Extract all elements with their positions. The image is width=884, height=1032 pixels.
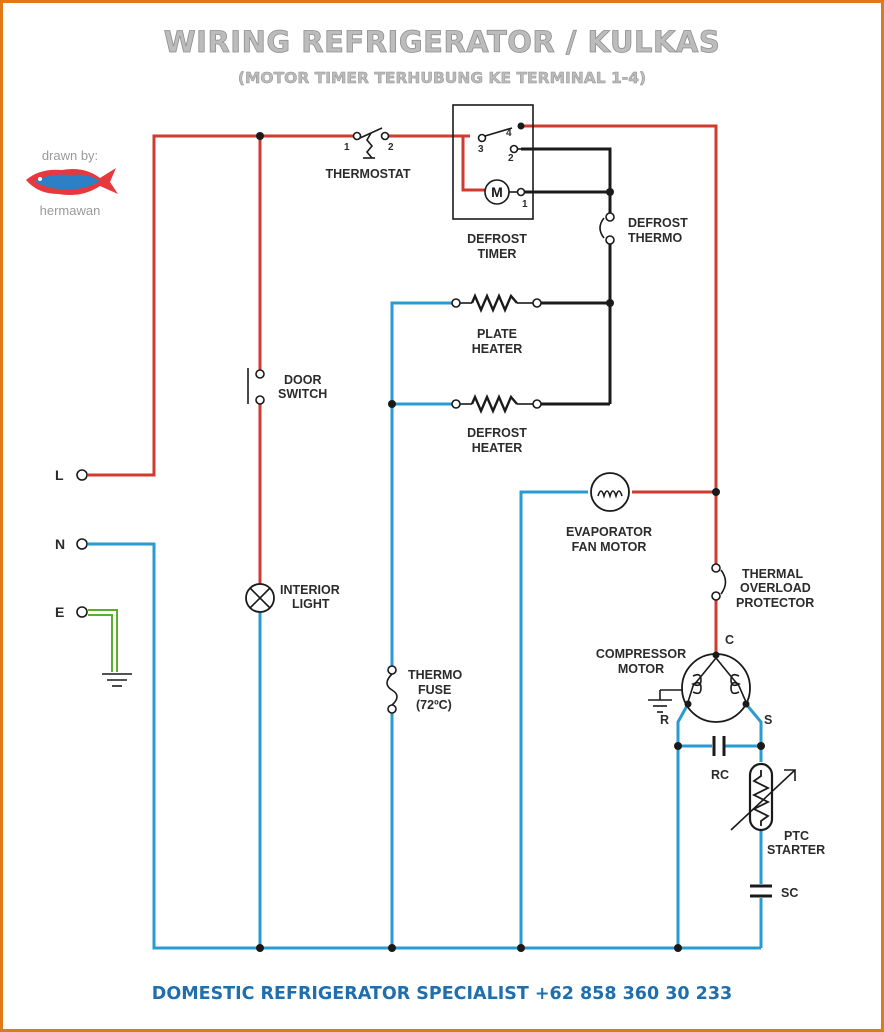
run-capacitor[interactable]: RC (711, 736, 729, 782)
svg-text:N: N (55, 536, 65, 552)
evaporator-fan-label-2: FAN MOTOR (572, 540, 647, 554)
timer-wires (521, 147, 612, 406)
ptc-label-2: STARTER (767, 843, 825, 857)
thermostat[interactable]: 1 2 THERMOSTAT (326, 127, 411, 181)
thermo-fuse[interactable]: THERMO FUSE (72ºC) (386, 665, 462, 714)
evaporator-fan-label-1: EVAPORATOR (566, 525, 652, 539)
defrost-timer-label-1: DEFROST (467, 232, 527, 246)
svg-text:E: E (55, 604, 64, 620)
thermostat-pin-2: 2 (388, 142, 394, 153)
door-switch-label-1: DOOR (284, 373, 322, 387)
defrost-heater[interactable]: DEFROST HEATER (451, 393, 542, 455)
sc-label: SC (781, 886, 798, 900)
rc-label: RC (711, 768, 729, 782)
interior-light-label-1: INTERIOR (280, 583, 340, 597)
overload-label-1: THERMAL (742, 567, 803, 581)
thermo-fuse-label-3: (72ºC) (416, 698, 452, 712)
overload-label-3: PROTECTOR (736, 596, 814, 610)
fish-logo (26, 168, 118, 195)
overload-label-2: OVERLOAD (740, 581, 811, 595)
terminal-N[interactable]: N (55, 536, 88, 552)
defrost-thermo-label-1: DEFROST (628, 216, 688, 230)
compressor-label-1: COMPRESSOR (596, 647, 686, 661)
terminal-E[interactable]: E (55, 604, 88, 620)
compressor-pin-C: C (725, 633, 734, 647)
compressor-pin-R: R (660, 713, 669, 727)
door-switch-label-2: SWITCH (278, 387, 327, 401)
start-capacitor[interactable]: SC (750, 884, 798, 900)
defrost-timer-label-2: TIMER (478, 247, 517, 261)
diagram-title: WIRING REFRIGERATOR / KULKAS (164, 25, 721, 59)
defrost-heater-label-2: HEATER (472, 441, 522, 455)
timer-pin-4: 4 (506, 128, 512, 139)
timer-motor-symbol: M (491, 184, 503, 200)
interior-light[interactable]: INTERIOR LIGHT (245, 583, 340, 613)
timer-housing (452, 104, 534, 220)
thermo-fuse-label-1: THERMO (408, 668, 462, 682)
diagram-subtitle: (MOTOR TIMER TERHUBUNG KE TERMINAL 1-4) (238, 69, 646, 87)
defrost-thermo[interactable]: DEFROST THERMO (599, 212, 688, 245)
terminal-L[interactable]: L (55, 467, 88, 483)
defrost-thermo-label-2: THERMO (628, 231, 682, 245)
timer-pin-3: 3 (478, 144, 484, 155)
ptc-starter[interactable]: PTC STARTER (730, 762, 825, 857)
compressor-pin-S: S (764, 713, 772, 727)
thermo-fuse-label-2: FUSE (418, 683, 451, 697)
thermostat-pin-1: 1 (344, 142, 350, 153)
ptc-label-1: PTC (784, 829, 809, 843)
interior-light-label-2: LIGHT (292, 597, 330, 611)
line-wires (88, 124, 718, 655)
junction-dots (256, 132, 765, 952)
timer-pin-1: 1 (522, 199, 528, 210)
plate-heater[interactable]: PLATE HEATER (451, 292, 542, 356)
thermal-overload-protector[interactable]: THERMAL OVERLOAD PROTECTOR (711, 563, 814, 610)
door-switch[interactable]: DOOR SWITCH (247, 368, 327, 405)
credit-drawn-by: drawn by: (42, 148, 98, 163)
neutral-wires (88, 301, 763, 950)
defrost-heater-label-1: DEFROST (467, 426, 527, 440)
footer-contact: DOMESTIC REFRIGERATOR SPECIALIST +62 858… (152, 984, 732, 1004)
defrost-timer[interactable]: M 3 4 2 1 DEFROST TIMER (452, 104, 534, 261)
timer-pin-2: 2 (508, 153, 514, 164)
evaporator-fan-motor[interactable]: EVAPORATOR FAN MOTOR (566, 472, 652, 554)
svg-text:L: L (55, 467, 64, 483)
thermostat-label: THERMOSTAT (326, 167, 411, 181)
credit-author: hermawan (40, 203, 101, 218)
earth-wire (88, 609, 132, 687)
compressor-label-2: MOTOR (618, 662, 664, 676)
plate-heater-label-1: PLATE (477, 327, 517, 341)
plate-heater-label-2: HEATER (472, 342, 522, 356)
compressor-motor[interactable]: C R S COMPRESSOR MOTOR (596, 633, 772, 727)
